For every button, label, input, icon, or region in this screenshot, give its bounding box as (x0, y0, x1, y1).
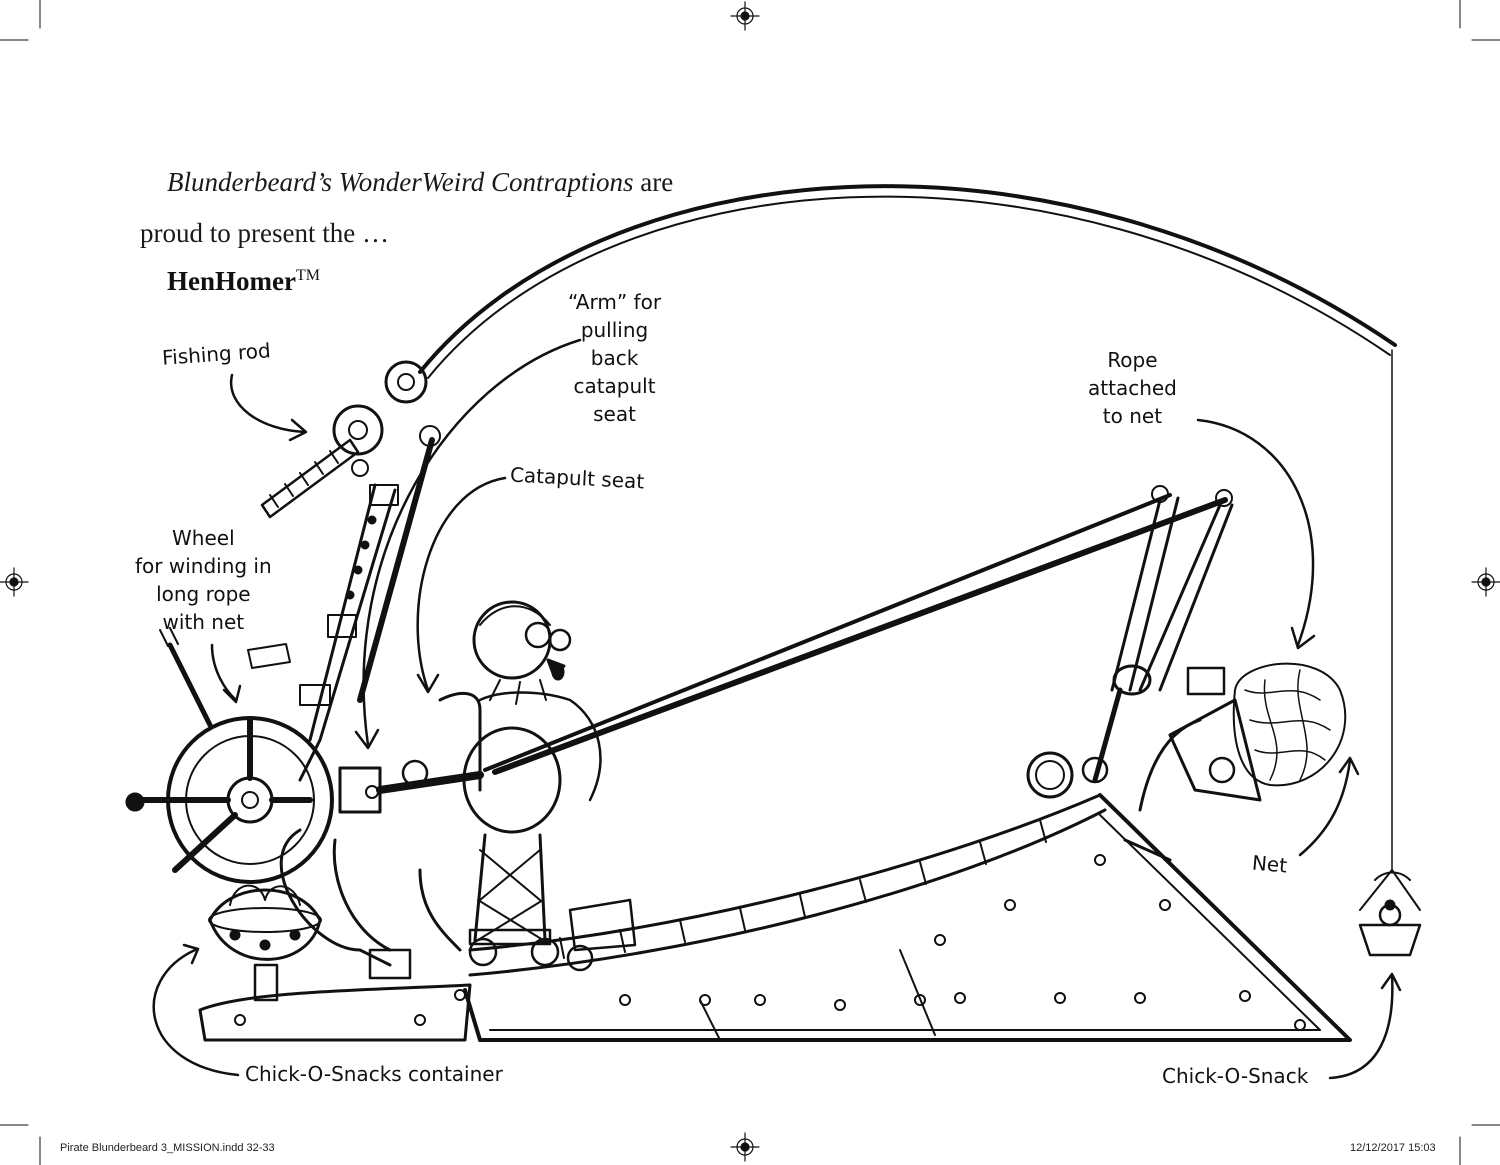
product-title: HenHomerTM (167, 266, 320, 297)
label-rope: Rope attached to net (1088, 346, 1177, 430)
label-wheel-line: Wheel (172, 526, 235, 550)
label-rope-line: attached (1088, 376, 1177, 400)
label-arm-line: pulling (580, 318, 649, 342)
registration-mark-top (730, 1, 760, 31)
registration-mark-bottom (730, 1132, 760, 1162)
label-arm-line: “Arm” for (568, 290, 662, 314)
product-name: HenHomer (167, 266, 296, 296)
winding-wheel (125, 627, 334, 884)
net-launcher (1123, 662, 1347, 862)
footer-date-slug: 12/12/2017 15:03 (1350, 1142, 1436, 1154)
catapult-base (198, 793, 1352, 1042)
intro-line-2: proud to present the … (140, 218, 389, 248)
label-rope-line: to net (1102, 404, 1163, 428)
label-snacks-container: Chick-O-Snacks container (245, 1062, 503, 1086)
intro-line-1: Blunderbeard’s WonderWeird Contraptions … (167, 167, 673, 198)
label-arm: “Arm” for pulling back catapult seat (568, 288, 661, 428)
label-wheel-line: long rope (156, 582, 251, 606)
snack-container (208, 884, 322, 1002)
label-wheel: Wheel for winding in long rope with net (135, 524, 272, 636)
footer-file-slug: Pirate Blunderbeard 3_MISSION.indd 32-33 (60, 1142, 275, 1154)
label-wheel-line: with net (162, 610, 245, 634)
pulling-arm (247, 437, 435, 782)
annotation-arrows (152, 338, 1402, 1080)
seat-connector (279, 759, 484, 980)
label-rope-line: Rope (1107, 348, 1158, 372)
label-net: Net (1251, 850, 1289, 878)
hanging-snack (1358, 869, 1422, 957)
label-arm-line: catapult (573, 374, 656, 398)
label-chick-o-snack: Chick-O-Snack (1162, 1064, 1309, 1088)
contraptions-brand: Blunderbeard’s WonderWeird Contraptions (167, 167, 634, 197)
label-wheel-line: for winding in (135, 554, 272, 578)
chicken-pilot (438, 600, 637, 972)
catapult-rails (483, 485, 1234, 799)
fishing-rod (260, 184, 1397, 871)
label-arm-line: seat (593, 402, 636, 426)
registration-mark-right (1471, 567, 1500, 597)
label-arm-line: back (590, 346, 639, 370)
registration-mark-left (0, 567, 29, 597)
trademark-mark: TM (295, 267, 320, 284)
intro-line-1-rest: are (633, 167, 674, 197)
